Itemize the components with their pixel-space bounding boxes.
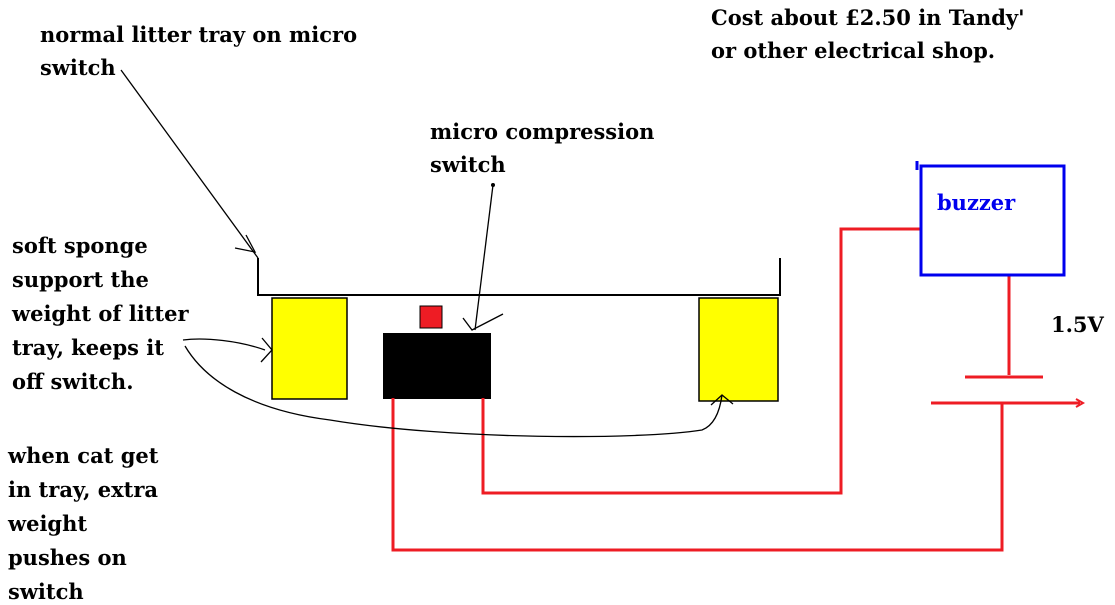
- cat-label-line3: weight: [7, 511, 87, 536]
- sponge-label-line1: soft sponge: [12, 233, 148, 258]
- micro-switch-body: [383, 333, 491, 399]
- sponge-label-line2: support the: [12, 267, 149, 292]
- cat-label-line4: pushes on: [8, 545, 127, 570]
- sponge-pointer-right: [184, 345, 723, 438]
- switch-label-line2: switch: [430, 152, 506, 177]
- tray-arrowhead: [234, 234, 257, 253]
- switch-pointer-line: [474, 184, 494, 331]
- sponge-label-line4: tray, keeps it: [12, 335, 164, 360]
- voltage-label: 1.5V: [1051, 312, 1105, 337]
- sponge-arrowhead-right: [710, 394, 734, 406]
- battery-terminal-arrow: [1075, 398, 1086, 408]
- wire-switch-to-buzzer: [481, 227, 922, 495]
- cat-label-line1: when cat get: [7, 443, 159, 468]
- sponge-label-line5: off switch.: [12, 369, 134, 394]
- cost-label-line1: Cost about £2.50 in Tandy': [711, 5, 1025, 30]
- cost-label-line2: or other electrical shop.: [711, 38, 995, 63]
- sponge-arrowhead-left: [260, 337, 273, 363]
- litter-tray: [257, 258, 781, 296]
- switch-label-line1: micro compression: [430, 119, 654, 144]
- sponge-label-line3: weight of litter: [11, 301, 189, 326]
- tray-label-line2: switch: [40, 55, 116, 80]
- tray-label-line1: normal litter tray on micro: [40, 22, 357, 47]
- switch-pointer-dot: [491, 183, 495, 187]
- micro-switch-button: [419, 305, 443, 329]
- buzzer-label: buzzer: [937, 190, 1016, 215]
- sponge-pointer-left: [182, 338, 266, 351]
- buzzer-box: [919, 164, 1066, 277]
- switch-pointer-arrowhead: [462, 313, 504, 331]
- cat-label-line5: switch: [8, 579, 84, 604]
- right-sponge: [698, 297, 779, 402]
- left-sponge: [271, 297, 348, 400]
- cat-label-line2: in tray, extra: [8, 477, 158, 502]
- tray-pointer-arrow: [120, 69, 259, 259]
- wire-switch-to-battery: [391, 398, 1004, 552]
